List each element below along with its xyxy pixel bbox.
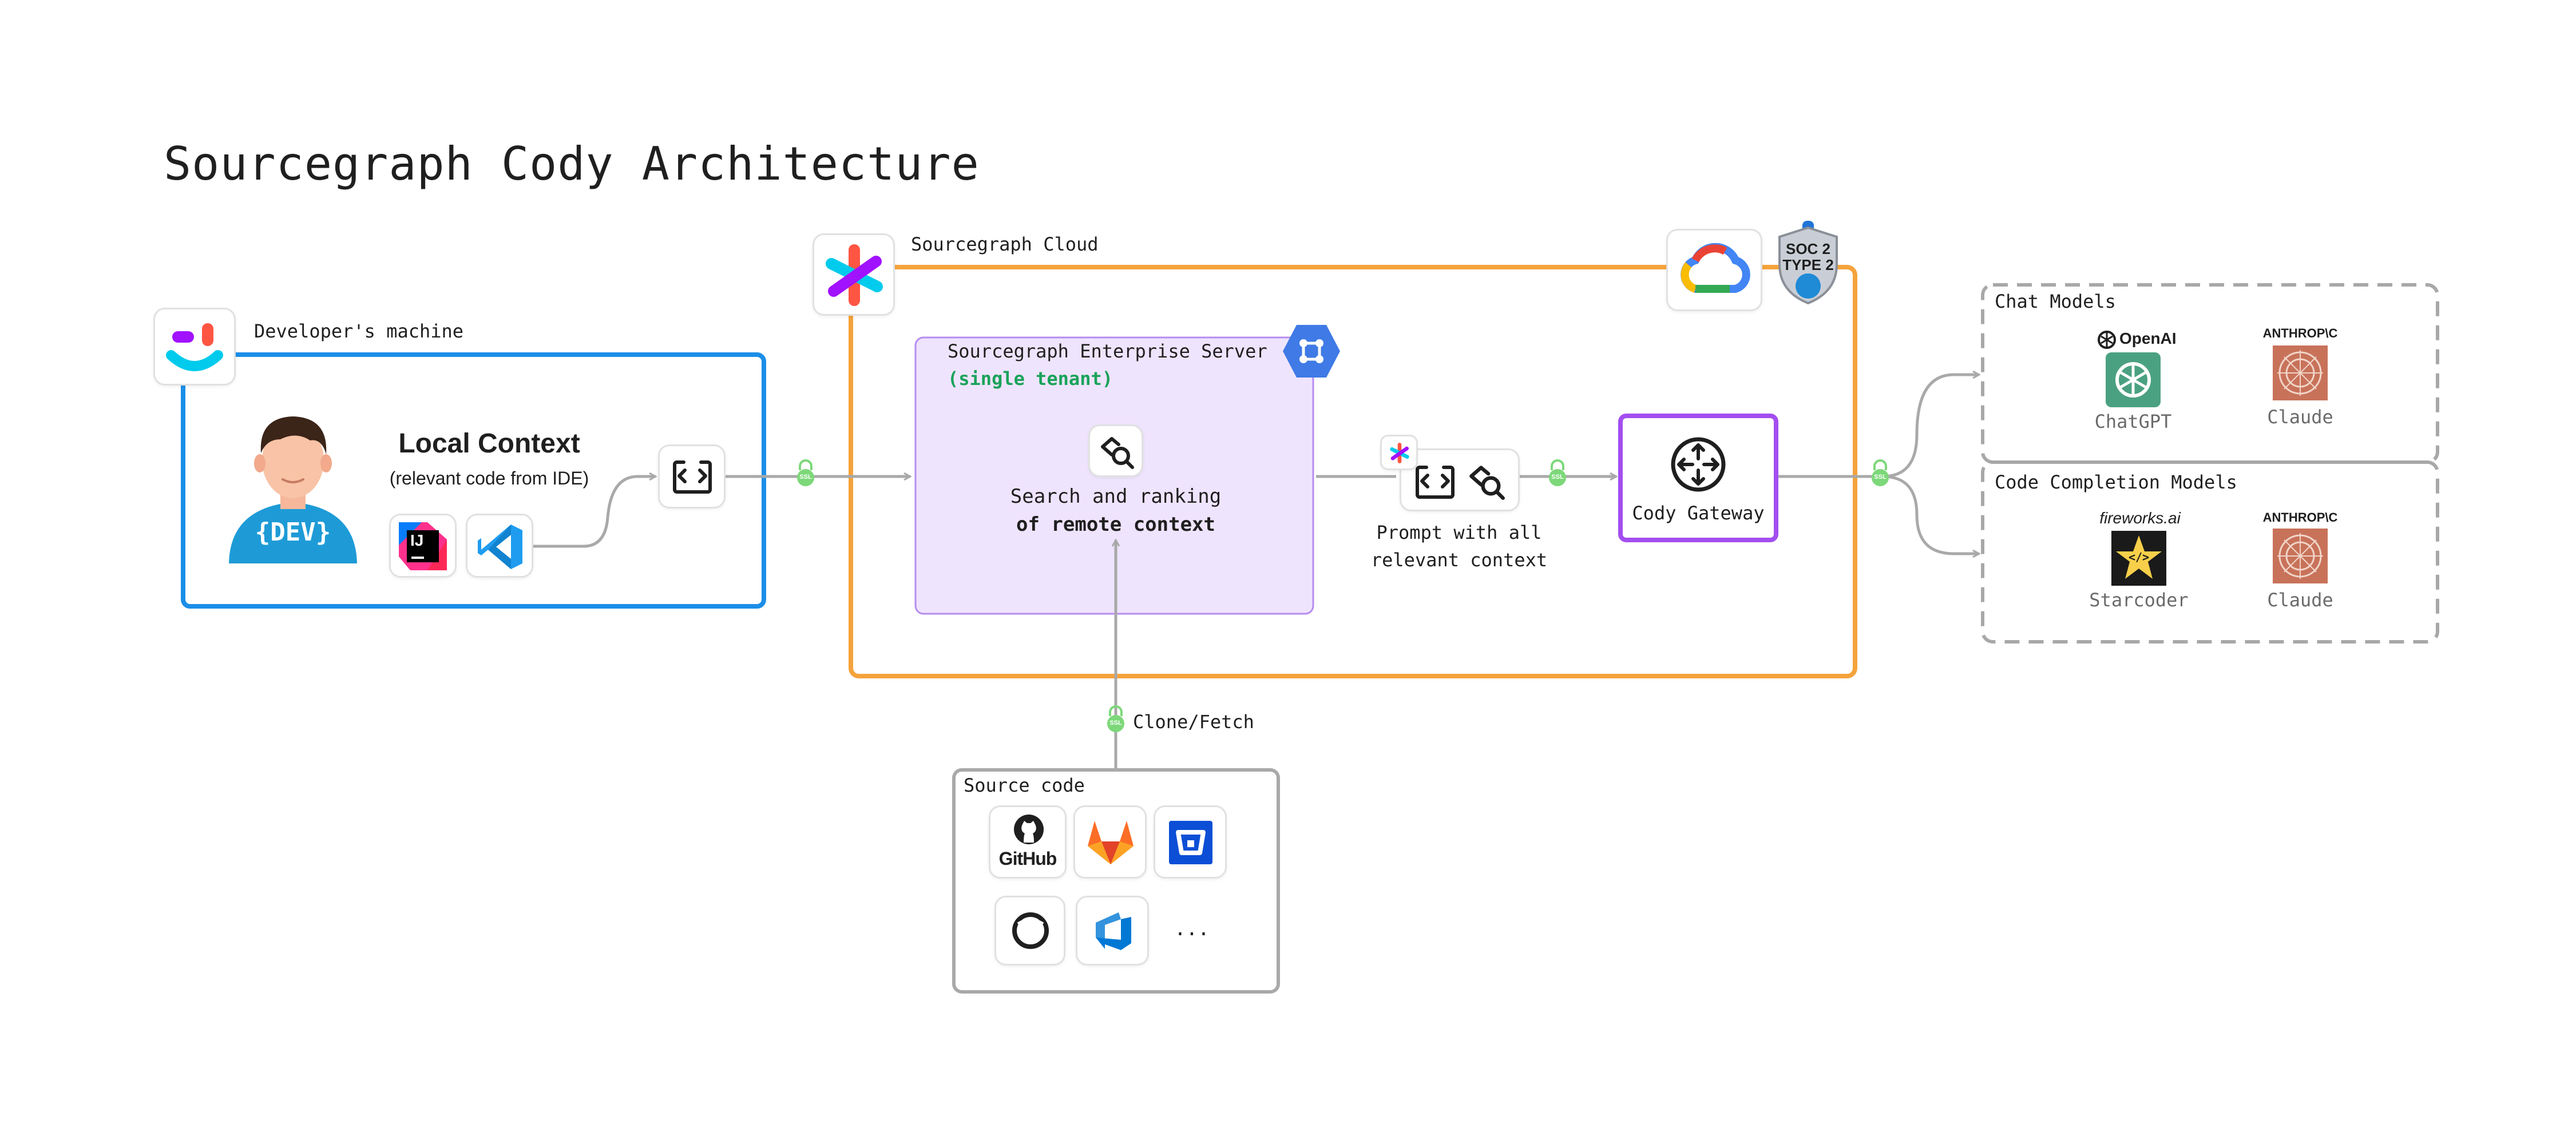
gitlab-icon: [1088, 821, 1134, 864]
chatgpt-label: ChatGPT: [2094, 411, 2172, 432]
google-cloud-icon: [1681, 243, 1750, 293]
azure-devops-icon: [1096, 912, 1131, 950]
claude-icon: [2273, 345, 2328, 400]
local-context-subtitle: (relevant code from IDE): [389, 468, 589, 488]
chat-models-box: [1981, 283, 2439, 464]
soc2-line2: TYPE 2: [1782, 256, 1834, 273]
ssl-label: SSL: [1874, 474, 1887, 480]
github-text: GitHub: [998, 848, 1057, 869]
more-sources-text: ...: [1174, 917, 1210, 940]
dev-shirt-text: {DEV}: [255, 518, 331, 547]
cody-logo-tile: [153, 308, 236, 386]
sourcegraph-logo-icon: [1390, 443, 1409, 463]
completion-models-title: Code Completion Models: [1995, 471, 2237, 493]
sourcegraph-mini-tile: [1380, 435, 1418, 470]
search-ranking-line2: of remote context: [1016, 513, 1215, 536]
starcoder-label: Starcoder: [2089, 589, 2189, 611]
jetbrains-icon: [399, 522, 447, 570]
vscode-tile: [466, 514, 533, 578]
search-context-icon: [1469, 466, 1505, 500]
bitbucket-icon: [1169, 821, 1212, 864]
ssl-lock-icon: SSL: [1104, 705, 1127, 733]
soc2-badge: SOC 2 TYPE 2: [1774, 220, 1842, 305]
ssl-label: SSL: [1109, 720, 1122, 726]
code-context-icon: [1416, 466, 1455, 499]
fireworks-label: fireworks.ai: [2099, 509, 2181, 527]
claude-completion-label: Claude: [2267, 589, 2333, 611]
gateway-router-icon: [1671, 437, 1726, 492]
developer-machine-box: [181, 352, 766, 609]
gitlab-tile: [1073, 805, 1147, 879]
cody-logo-icon: [166, 323, 223, 371]
github-icon: [1014, 815, 1044, 844]
sourcegraph-cloud-label: Sourcegraph Cloud: [911, 233, 1099, 255]
ssl-lock-icon: SSL: [794, 459, 817, 487]
ssl-lock-icon: SSL: [1546, 459, 1569, 487]
ssl-label: SSL: [799, 474, 812, 480]
sourcegraph-logo-tile: [813, 233, 895, 316]
azure-devops-tile: [1076, 896, 1149, 966]
completion-models-box: [1981, 460, 2439, 644]
enterprise-server-subtitle: (single tenant): [948, 368, 1113, 390]
developer-machine-label: Developer's machine: [254, 320, 464, 342]
bitbucket-tile: [1154, 805, 1227, 879]
soc2-shield-icon: [1778, 221, 1838, 305]
ssl-lock-icon: SSL: [1869, 459, 1892, 487]
clone-fetch-label: Clone/Fetch: [1133, 711, 1254, 733]
developer-avatar-icon: [229, 416, 357, 563]
prompt-line2: relevant context: [1370, 549, 1548, 571]
jetbrains-tile: IJ: [389, 514, 457, 578]
vscode-icon: [478, 525, 522, 569]
jetbrains-text: IJ: [410, 531, 424, 549]
perforce-icon: [1012, 912, 1049, 949]
sourcegraph-logo-icon: [826, 244, 883, 306]
source-code-title: Source code: [964, 774, 1085, 796]
anthropic-label: ANTHROP\C: [2262, 326, 2338, 340]
search-context-tile: [1088, 424, 1143, 477]
prompt-line1: Prompt with all: [1376, 522, 1542, 543]
soc2-line1: SOC 2: [1785, 240, 1831, 257]
gateway-label: Cody Gateway: [1632, 502, 1765, 524]
sourcegraph-cloud-box: [849, 265, 1857, 678]
perforce-tile: [994, 896, 1065, 966]
search-context-icon: [1101, 437, 1134, 469]
code-context-icon: [673, 460, 712, 494]
openai-logo-icon: [2098, 331, 2116, 349]
prompt-tile: [1400, 448, 1520, 511]
anthropic-label: ANTHROP\C: [2262, 510, 2338, 525]
google-cloud-tile: [1666, 229, 1762, 311]
starcoder-icon: </>: [2111, 531, 2166, 586]
page-title: Sourcegraph Cody Architecture: [164, 137, 980, 190]
chatgpt-icon: [2106, 352, 2161, 407]
enterprise-server-title: Sourcegraph Enterprise Server: [948, 340, 1267, 362]
ssl-label: SSL: [1551, 474, 1564, 480]
chat-models-title: Chat Models: [1995, 291, 2116, 312]
openai-label: OpenAI: [2119, 329, 2177, 347]
search-ranking-line1: Search and ranking: [1010, 485, 1222, 508]
local-context-title: Local Context: [398, 428, 580, 459]
gke-cluster-icon: [1283, 325, 1340, 378]
claude-chat-label: Claude: [2267, 406, 2333, 428]
claude-icon: [2273, 529, 2328, 583]
starcoder-icon-text: </>: [2128, 550, 2150, 564]
github-tile: GitHub: [989, 805, 1067, 879]
local-context-tile: [658, 444, 726, 509]
